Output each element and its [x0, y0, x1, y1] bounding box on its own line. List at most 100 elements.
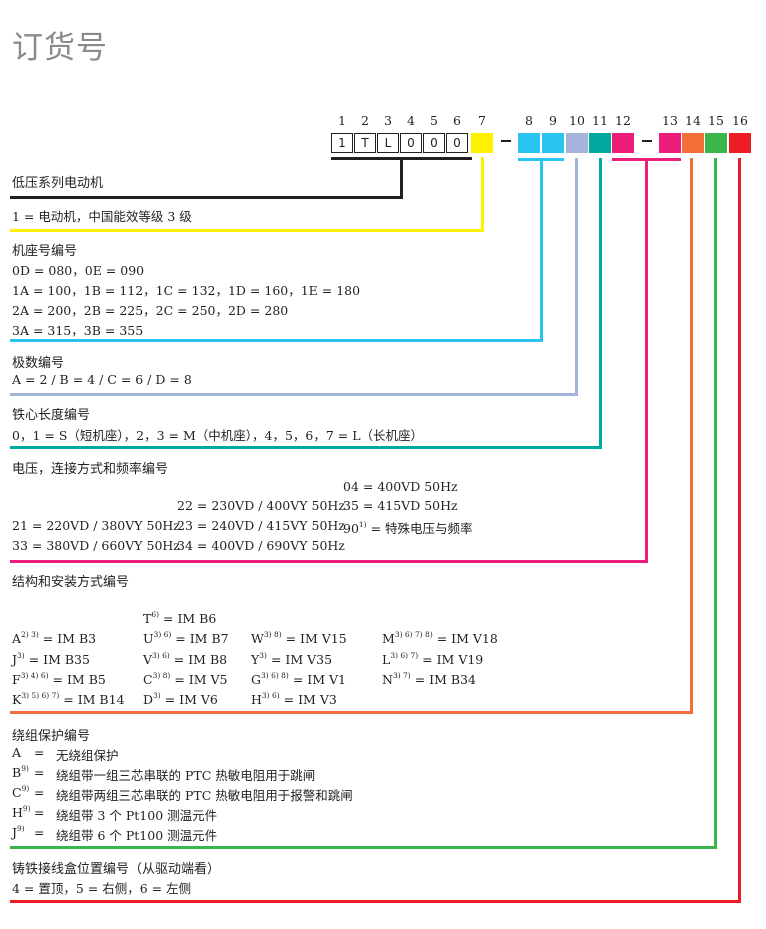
protection-desc: 绕组带一组三芯串联的 PTC 热敏电阻用于跳闸	[56, 768, 316, 783]
code-box: 0	[400, 133, 422, 153]
position-number: 12	[615, 113, 631, 128]
connector-line-lavender	[575, 158, 578, 396]
protection-code: B9)	[12, 764, 29, 780]
mounting-code: F3) 4) 6) = IM B5	[12, 671, 106, 687]
position-number: 2	[361, 113, 369, 128]
frame-code-line: 0D = 080，0E = 090	[12, 263, 145, 278]
connector-line-black	[400, 157, 403, 199]
poles-code-line: A = 2 / B = 4 / C = 6 / D = 8	[12, 372, 192, 387]
voltage-code: 34 = 400VD / 690VY 50Hz	[177, 538, 345, 553]
position-number: 5	[430, 113, 438, 128]
protection-code: C9)	[12, 784, 30, 800]
connector-line-black	[10, 196, 403, 199]
voltage-code: 35 = 415VD 50Hz	[343, 498, 458, 513]
connector-line-lavender	[10, 393, 578, 396]
mounting-code: M3) 6) 7) 8) = IM V18	[382, 630, 498, 646]
mounting-code: L3) 6) 7) = IM V19	[382, 651, 484, 667]
connector-line-red	[738, 158, 741, 903]
connector-line-yellow	[481, 157, 484, 232]
code-box-lavender	[566, 133, 588, 153]
code-box-magenta	[612, 133, 634, 153]
position-number: 15	[708, 113, 724, 128]
position-number: 13	[662, 113, 678, 128]
code-box-yellow	[471, 133, 493, 153]
mounting-code: V3) 6) = IM B8	[143, 651, 228, 667]
code-box-teal	[589, 133, 611, 153]
mounting-code: W3) 8) = IM V15	[251, 630, 347, 646]
section-header-voltage: 电压，连接方式和频率编号	[12, 462, 169, 477]
frame-code-line: 2A = 200，2B = 225，2C = 250，2D = 280	[12, 303, 289, 318]
mounting-code: G3) 6) 8) = IM V1	[251, 671, 346, 687]
mounting-code: U3) 6) = IM B7	[143, 630, 229, 646]
voltage-code: 21 = 220VD / 380VY 50Hz	[12, 518, 180, 533]
dash-separator	[642, 140, 652, 142]
protection-code: H9)	[12, 804, 31, 820]
position-number: 1	[338, 113, 346, 128]
protection-eq: =	[34, 765, 45, 780]
voltage-code: 23 = 240VD / 415VY 50Hz	[177, 518, 345, 533]
connector-line-orange	[10, 711, 693, 714]
position-number: 4	[407, 113, 415, 128]
position-number: 3	[384, 113, 392, 128]
connector-line-yellow	[10, 229, 484, 232]
mounting-code: D3) = IM V6	[143, 691, 218, 707]
position-number: 16	[732, 113, 748, 128]
section-header-mounting: 结构和安装方式编号	[12, 575, 130, 590]
protection-eq: =	[34, 805, 45, 820]
protection-code: J9)	[12, 824, 25, 840]
mounting-code: K3) 5) 6) 7) = IM B14	[12, 691, 125, 707]
protection-desc: 绕组带 6 个 Pt100 测温元件	[56, 828, 218, 843]
connector-line-magenta	[10, 560, 648, 563]
position-number: 10	[569, 113, 585, 128]
section-header-poles: 极数编号	[12, 356, 65, 371]
connector-line-cyan	[10, 339, 543, 342]
mounting-code: C3) 8) = IM V5	[143, 671, 228, 687]
code-box-cyan	[518, 133, 540, 153]
connector-line-orange	[690, 158, 693, 714]
section-header-terminal-box: 铸铁接线盒位置编号（从驱动端看）	[12, 862, 221, 877]
code-box-green	[705, 133, 727, 153]
code-box: 0	[446, 133, 468, 153]
connector-line-teal	[10, 446, 602, 449]
motor-efficiency-line: 1 = 电动机，中国能效等级 3 级	[12, 209, 192, 224]
mounting-code: N3) 7) = IM B34	[382, 671, 476, 687]
protection-eq: =	[34, 745, 45, 760]
voltage-code: 22 = 230VD / 400VY 50Hz	[177, 498, 345, 513]
code-box: 1	[331, 133, 353, 153]
connector-line-cyan	[540, 158, 543, 342]
mounting-code: T6) = IM B6	[143, 610, 217, 626]
frame-code-line: 1A = 100，1B = 112，1C = 132，1D = 160，1E =…	[12, 283, 361, 298]
voltage-code: 04 = 400VD 50Hz	[343, 479, 458, 494]
code-box-magenta	[659, 133, 681, 153]
code-box: 0	[423, 133, 445, 153]
connector-line-green	[714, 158, 717, 849]
connector-line-green	[10, 846, 717, 849]
position-number: 7	[478, 113, 486, 128]
mounting-code: H3) 6) = IM V3	[251, 691, 337, 707]
section-header-series: 低压系列电动机	[12, 176, 104, 191]
position-number: 11	[592, 113, 608, 128]
protection-eq: =	[34, 825, 45, 840]
position-number: 14	[685, 113, 701, 128]
code-box: T	[354, 133, 376, 153]
section-header-frame: 机座号编号	[12, 244, 78, 259]
code-box-red	[729, 133, 751, 153]
mounting-code: Y3) = IM V35	[251, 651, 333, 667]
voltage-code-special: 901) = 特殊电压与频率	[343, 520, 473, 536]
code-box-orange	[682, 133, 704, 153]
section-header-winding-protection: 绕组保护编号	[12, 729, 91, 744]
mounting-code: A2) 3) = IM B3	[12, 630, 97, 646]
protection-eq: =	[34, 785, 45, 800]
connector-line-teal	[599, 158, 602, 449]
page-title: 订货号	[12, 30, 108, 66]
position-number: 6	[453, 113, 461, 128]
protection-desc: 绕组带两组三芯串联的 PTC 热敏电阻用于报警和跳闸	[56, 788, 353, 803]
protection-desc: 绕组带 3 个 Pt100 测温元件	[56, 808, 218, 823]
voltage-code: 33 = 380VD / 660VY 50Hz	[12, 538, 180, 553]
section-header-core-length: 铁心长度编号	[12, 408, 91, 423]
dash-separator	[501, 140, 511, 142]
connector-line-magenta	[645, 158, 648, 563]
mounting-code: J3) = IM B35	[12, 651, 90, 667]
protection-code: A	[12, 745, 22, 760]
code-box-cyan	[542, 133, 564, 153]
